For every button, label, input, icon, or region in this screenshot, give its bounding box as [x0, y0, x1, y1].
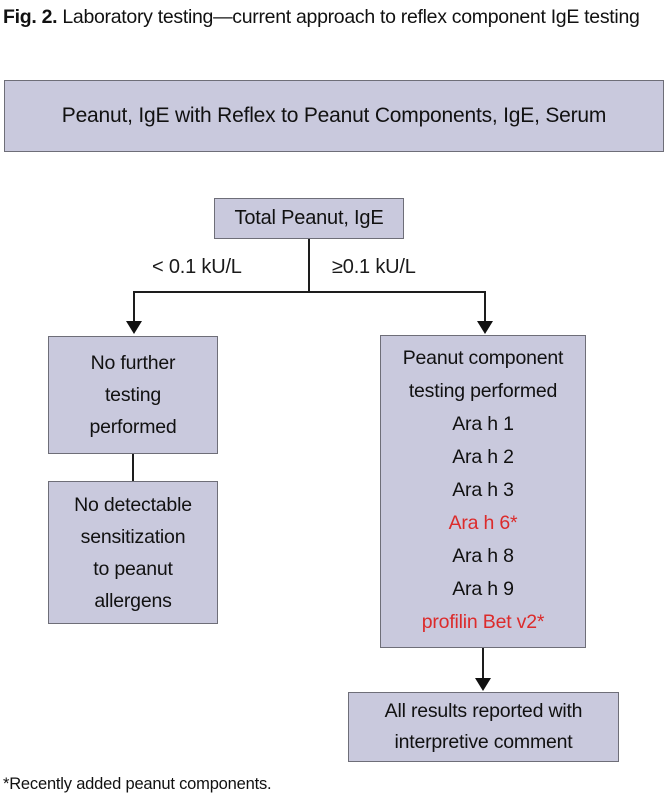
- figure-caption: Fig. 2. Laboratory testing—current appro…: [3, 2, 667, 32]
- arrowhead-left: [126, 321, 142, 334]
- final-box-line-2: interpretive comment: [394, 731, 573, 753]
- no-sensitization-line-2: sensitization: [80, 525, 186, 548]
- no-further-testing-line-1: No further: [90, 352, 176, 374]
- all-results-reported-box: All results reported with interpretive c…: [348, 692, 619, 762]
- connector-final-drop: [482, 648, 484, 680]
- figure-caption-text: Laboratory testing—current approach to r…: [62, 6, 640, 28]
- component-line-1: testing performed: [408, 380, 558, 402]
- connector-split-bar: [133, 291, 485, 293]
- component-line-8: profilin Bet v2*: [421, 611, 545, 633]
- connector-left-boxes: [132, 454, 134, 481]
- component-line-3: Ara h 2: [452, 446, 514, 468]
- no-further-testing-line-2: testing: [104, 384, 162, 406]
- no-further-testing-line-3: performed: [89, 416, 177, 438]
- no-detectable-sensitization-box: No detectable sensitization to peanut al…: [48, 481, 218, 624]
- component-line-7: Ara h 9: [452, 578, 514, 600]
- total-peanut-label: Total Peanut, IgE: [234, 207, 384, 229]
- connector-decision-stem: [308, 239, 310, 292]
- no-sensitization-line-4: allergens: [94, 589, 172, 612]
- connector-right-drop: [484, 291, 486, 323]
- no-sensitization-line-1: No detectable: [74, 493, 192, 516]
- final-box-line-1: All results reported with: [384, 700, 583, 722]
- arrowhead-right: [477, 321, 493, 334]
- branch-label-left: < 0.1 kU/L: [152, 256, 242, 278]
- arrowhead-final: [475, 678, 491, 691]
- header-box: Peanut, IgE with Reflex to Peanut Compon…: [4, 80, 664, 152]
- component-line-4: Ara h 3: [452, 479, 514, 501]
- total-peanut-box: Total Peanut, IgE: [214, 198, 404, 239]
- component-line-6: Ara h 8: [452, 545, 514, 567]
- no-sensitization-line-3: to peanut: [93, 557, 173, 580]
- header-box-label: Peanut, IgE with Reflex to Peanut Compon…: [61, 104, 607, 127]
- no-further-testing-box: No further testing performed: [48, 336, 218, 454]
- component-line-5: Ara h 6*: [448, 512, 518, 534]
- branch-label-right: ≥0.1 kU/L: [332, 256, 416, 278]
- component-line-0: Peanut component: [402, 347, 564, 369]
- figure-footnote: *Recently added peanut components.: [3, 775, 272, 793]
- peanut-component-testing-box: Peanut component testing performed Ara h…: [380, 335, 586, 648]
- figure-label: Fig. 2.: [3, 6, 58, 28]
- connector-left-drop: [133, 291, 135, 323]
- component-line-2: Ara h 1: [452, 413, 514, 435]
